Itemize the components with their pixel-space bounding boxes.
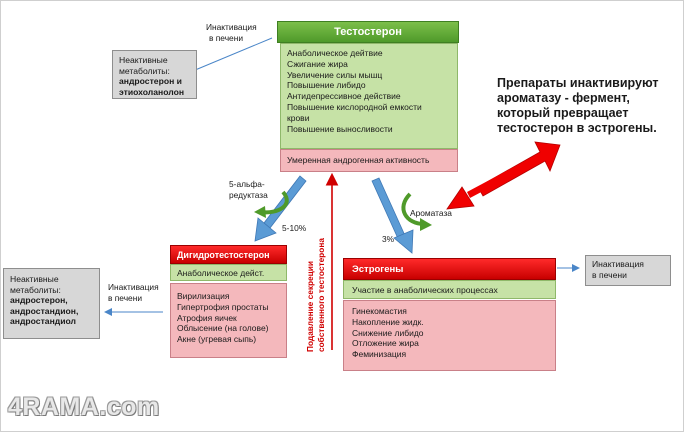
dht-effect: Гипертрофия простаты [177, 301, 269, 312]
dht-effect: Акне (угревая сыпь) [177, 334, 257, 345]
dht-subtitle-box: Анаболическое дейст. [170, 264, 287, 281]
inactivation-line: Инактивация [108, 282, 159, 292]
testosterone-header: Тестостерон [277, 21, 459, 43]
testosterone-effect: крови [287, 112, 310, 123]
metabolites-line: метаболиты: [10, 284, 61, 295]
estrogens-header: Эстрогены [343, 258, 556, 280]
estrogen-effect: Отложение жира [352, 338, 419, 349]
metabolites-name: андростерон, [10, 295, 68, 305]
testosterone-title: Тестостерон [334, 26, 402, 38]
aromatase-curved-arrow [401, 192, 432, 231]
androgenic-activity-text: Умеренная андрогенная активность [287, 155, 430, 165]
note-line: тестостерон в эстрогены. [497, 121, 657, 135]
estrogen-percent-label: 3% [382, 234, 395, 244]
right-inactivation-box: Инактивация в печени [585, 255, 671, 286]
metabolites-line: Неактивные [119, 55, 168, 65]
metabolites-line: метаболиты: [119, 65, 170, 76]
metabolites-name: этиохоланолон [119, 86, 185, 97]
dht-effect: Атрофия яичек [177, 312, 237, 323]
dht-effect: Вирилизация [177, 291, 230, 301]
testosterone-effect: Повышение либидо [287, 80, 366, 91]
aromatase-label: Ароматаза [410, 208, 452, 218]
dht-subtitle: Анаболическое дейст. [177, 268, 265, 278]
dht-effect: Облысение (на голове) [177, 323, 269, 334]
top-metabolites-box: Неактивные метаболиты: андростерон и эти… [112, 50, 197, 99]
arrow-to-top-metabolites [186, 37, 273, 75]
inactivation-line: Инактивация [206, 22, 257, 32]
note-line: ароматазу - фермент, [497, 91, 630, 105]
testosterone-effects: Анаболическое дейтвие Сжигание жира Увел… [280, 43, 458, 149]
dht-title: Дигидротестостерон [177, 250, 270, 260]
suppression-line: собственного тестостерона [316, 238, 326, 352]
aromatase-note: Препараты инактивируют ароматазу - ферме… [497, 76, 658, 136]
testosterone-effect: Сжигание жира [287, 58, 348, 69]
left-metabolites-box: Неактивные метаболиты: андростерон, андр… [3, 268, 100, 339]
estrogen-effect: Феминизация [352, 349, 407, 360]
testosterone-effect: Повышение выносливости [287, 123, 393, 134]
estrogen-effect: Накопление жидк. [352, 316, 424, 327]
testosterone-effect: Антидепрессивное действие [287, 91, 401, 102]
suppression-line: Подавление секреции [305, 261, 315, 352]
note-line: Препараты инактивируют [497, 76, 659, 90]
inactivation-line: в печени [209, 32, 244, 43]
enzyme-line: 5-альфа- [229, 179, 265, 189]
metabolites-name: андростандиол [10, 316, 77, 326]
testosterone-effect: Повышение кислородной емкости [287, 101, 422, 112]
inactivation-line: Инактивация [592, 259, 644, 269]
alpha-reductase-label: 5-альфа- редуктаза [229, 179, 268, 200]
dht-percent-label: 5-10% [282, 223, 307, 233]
note-line: который превращает [497, 106, 629, 120]
estrogens-title: Эстрогены [352, 264, 404, 275]
top-inactivation-label: Инактивация в печени [206, 22, 257, 43]
alpha-reductase-curved-arrow [254, 190, 289, 218]
left-inactivation-label: Инактивация в печени [108, 282, 159, 303]
testosterone-activity: Умеренная андрогенная активность [280, 149, 458, 172]
metabolites-line: Неактивные [10, 274, 59, 284]
dht-header: Дигидротестостерон [170, 245, 287, 264]
estrogens-subtitle: Участие в анаболических процессах [352, 285, 498, 295]
metabolites-name: андростерон и [119, 76, 182, 86]
estrogens-effects: Гинекомастия Накопление жидк. Снижение л… [343, 300, 556, 371]
estrogen-effect: Гинекомастия [352, 306, 407, 316]
enzyme-line: редуктаза [229, 189, 268, 200]
testosterone-effect: Увеличение силы мышц [287, 69, 383, 80]
dht-effects: Вирилизация Гипертрофия простаты Атрофия… [170, 283, 287, 358]
estrogens-subtitle-box: Участие в анаболических процессах [343, 280, 556, 299]
estrogen-effect: Снижение либидо [352, 327, 424, 338]
big-red-arrow [446, 141, 561, 210]
testosterone-effect: Анаболическое дейтвие [287, 48, 383, 58]
site-watermark-logo: 4RAMA.com [8, 393, 160, 421]
inactivation-line: в печени [592, 269, 627, 280]
metabolites-name: андростандион, [10, 305, 79, 316]
inactivation-line: в печени [108, 292, 143, 303]
arrow-testosterone-to-estrogen [371, 177, 414, 254]
